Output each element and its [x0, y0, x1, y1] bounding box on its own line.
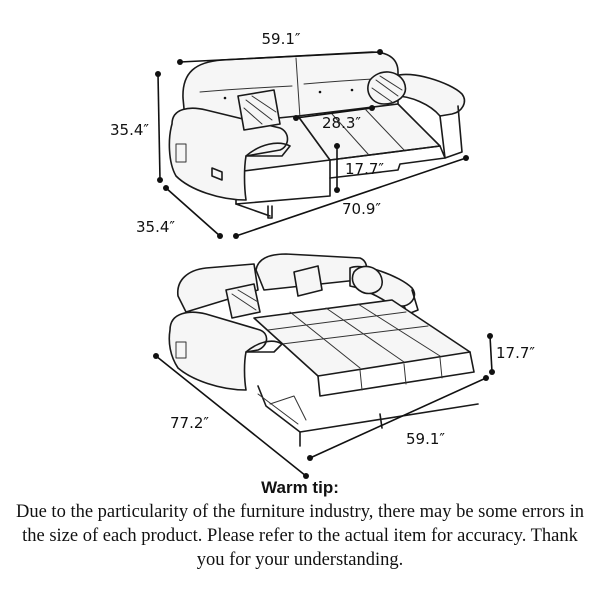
warm-tip-body: Due to the particularity of the furnitur… — [15, 502, 584, 570]
dim-seat-depth: 28.3″ — [322, 114, 361, 132]
dim-top-length: 70.9″ — [342, 200, 381, 218]
dim-top-depth: 35.4″ — [136, 218, 175, 236]
sofa-bed-open-illustration — [168, 253, 479, 447]
dim-bed-length: 77.2″ — [170, 414, 209, 432]
sofa-closed-illustration — [168, 51, 466, 219]
dim-top-height: 35.4″ — [110, 121, 149, 139]
dimension-lines-closed — [155, 49, 469, 239]
dim-bed-width: 59.1″ — [406, 430, 445, 448]
dim-seat-height: 17.7″ — [345, 160, 384, 178]
warm-tip-title: Warm tip: — [261, 478, 339, 497]
dim-top-width: 59.1″ — [261, 30, 300, 48]
dimension-lines-open — [153, 333, 495, 479]
dim-bed-height: 17.7″ — [496, 344, 535, 362]
